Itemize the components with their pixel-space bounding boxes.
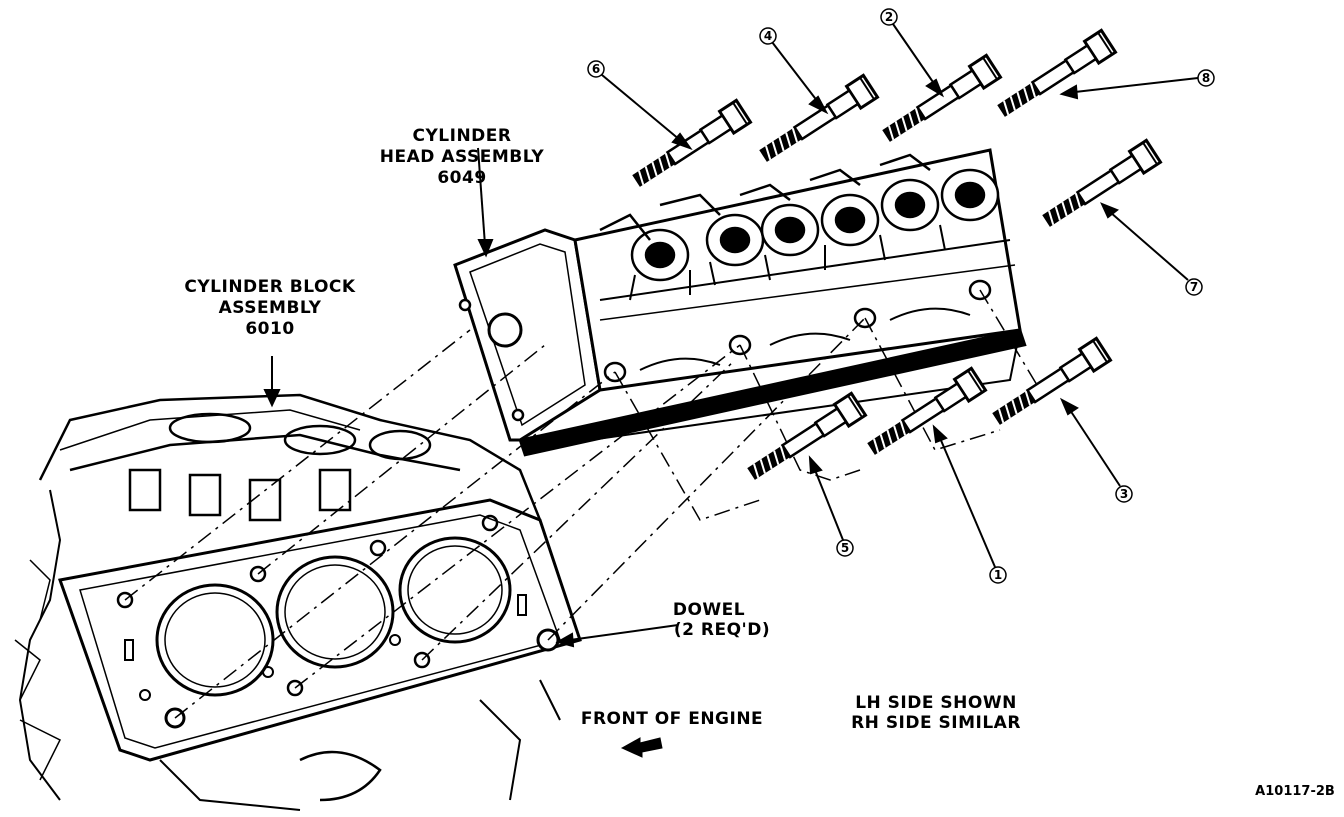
callout-5-circle	[836, 539, 854, 557]
callout-1: 1	[994, 568, 1002, 582]
callout-1-circle	[989, 566, 1007, 584]
bolt-4	[754, 73, 879, 169]
callout-2-circle	[880, 8, 898, 26]
cylinder-block-label-line1: CYLINDER BLOCK	[184, 277, 356, 297]
callout-6-circle	[587, 60, 605, 78]
bolt-5	[742, 391, 867, 487]
cylinder-block	[14, 393, 582, 811]
bolt-3	[987, 336, 1112, 432]
callout-7-circle	[1185, 278, 1203, 296]
callout-4-circle	[759, 27, 777, 45]
callout-3-circle	[1115, 485, 1133, 503]
callout-6: 6	[592, 62, 600, 76]
callout-7: 7	[1190, 280, 1198, 294]
alignment-lines	[124, 289, 1041, 719]
callout-8-circle	[1197, 69, 1215, 87]
bolt-7	[1037, 138, 1162, 234]
valve-springs	[629, 168, 1000, 301]
cylinder-block-label-line2: ASSEMBLY	[219, 298, 322, 318]
front-direction-arrow	[620, 737, 663, 758]
figure-id: A10117-2B	[1255, 784, 1335, 799]
callout-5: 5	[841, 541, 849, 555]
front-of-engine-label: FRONT OF ENGINE	[581, 709, 763, 729]
cylinder-head	[453, 148, 1027, 457]
callout-4: 4	[764, 29, 772, 43]
callout-2: 2	[885, 10, 893, 24]
cylinder-block-part-number: 6010	[245, 319, 294, 339]
side-note-line1: LH SIDE SHOWN	[855, 693, 1017, 713]
callout-3: 3	[1120, 487, 1128, 501]
bolt-number-texts: 6 4 2 8 7 3 1 5	[592, 10, 1210, 582]
text-labels: CYLINDER HEAD ASSEMBLY 6049 CYLINDER BLO…	[184, 126, 1334, 799]
leader-lines	[263, 23, 1199, 648]
dowel-label-line2: (2 REQ'D)	[674, 620, 770, 640]
bolt-8	[992, 28, 1117, 124]
bolt-2	[877, 53, 1002, 149]
bolt-number-callouts	[587, 8, 1215, 584]
cylinder-head-part-number: 6049	[437, 168, 486, 188]
cylinder-head-label-line1: CYLINDER	[413, 126, 512, 146]
cylinder-head-label-line2: HEAD ASSEMBLY	[380, 147, 545, 167]
bolt-1	[862, 366, 987, 462]
dowel-label-line1: DOWEL	[673, 600, 745, 620]
side-note-line2: RH SIDE SIMILAR	[851, 713, 1021, 733]
callout-8: 8	[1202, 71, 1210, 85]
